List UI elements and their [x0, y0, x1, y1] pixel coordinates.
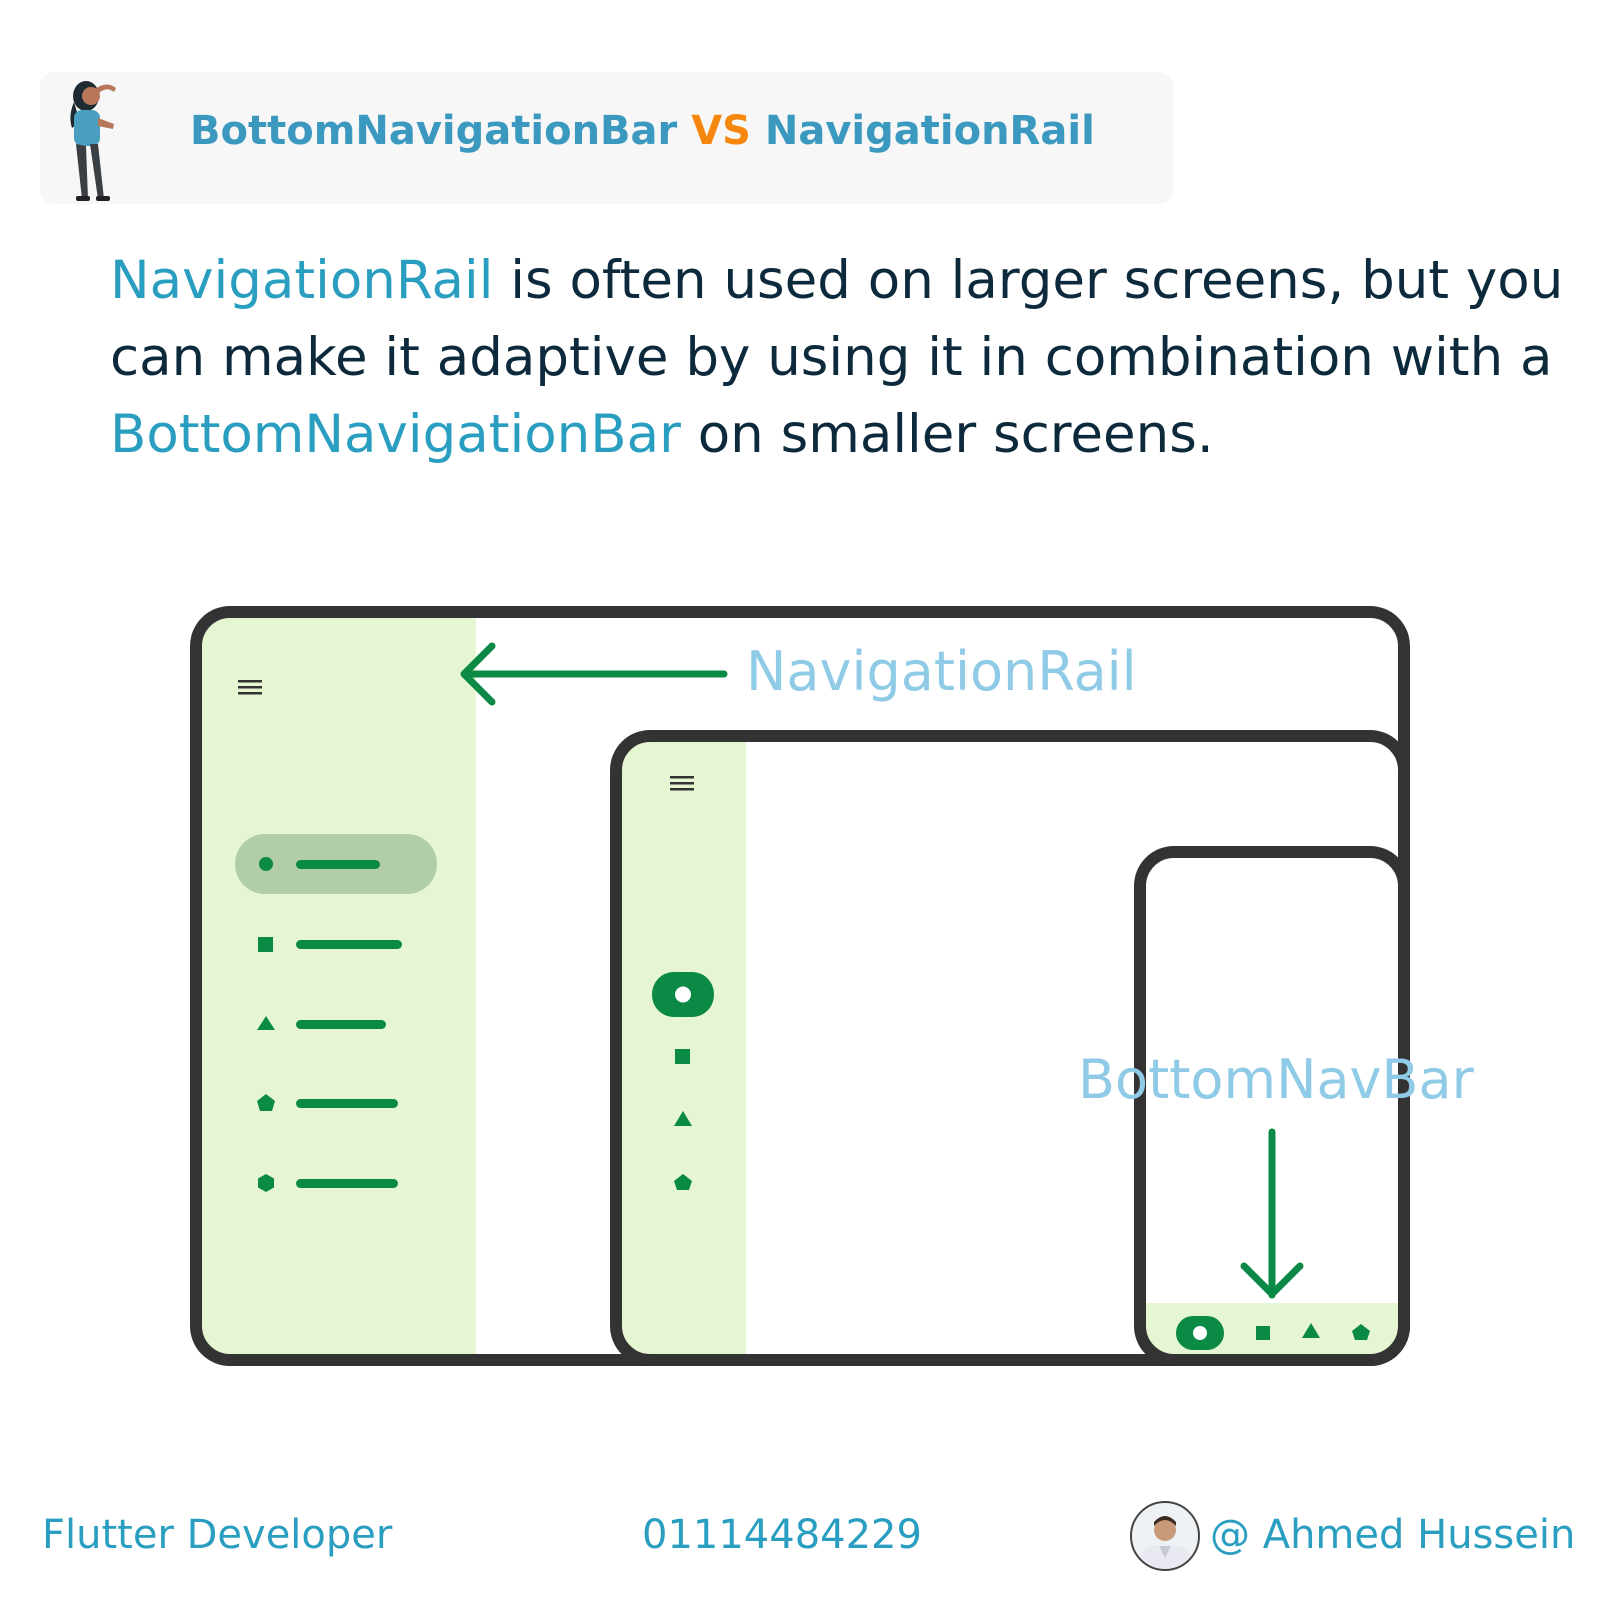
navigation-rail-label: NavigationRail [746, 640, 1137, 703]
header-title-left: BottomNavigationBar [190, 108, 678, 154]
pentagon-icon[interactable] [1352, 1324, 1370, 1340]
footer-phone: 01114484229 [642, 1512, 922, 1558]
triangle-icon[interactable] [1302, 1323, 1320, 1338]
tablet-navigation-rail [616, 736, 746, 1360]
rail-item-label-bar [296, 1179, 398, 1188]
footer-author: @ Ahmed Hussein [1210, 1512, 1576, 1558]
square-icon [258, 937, 273, 952]
desktop-rail-item-pentagon[interactable] [257, 1094, 398, 1111]
desktop-rail-item-hexagon[interactable] [258, 1174, 398, 1192]
intro-paragraph: NavigationRail is often used on larger s… [110, 242, 1590, 473]
hexagon-icon [258, 1174, 274, 1192]
arrow-down-icon [1240, 1128, 1304, 1299]
tablet-menu-icon[interactable] [670, 776, 694, 791]
person-thinking-icon [70, 81, 116, 201]
square-icon[interactable] [1256, 1326, 1270, 1340]
desktop-rail-item-triangle[interactable] [257, 1016, 386, 1030]
intro-text-2: on smaller screens. [680, 404, 1214, 465]
pentagon-icon [257, 1094, 275, 1111]
footer-role: Flutter Developer [42, 1512, 393, 1558]
header-card [40, 72, 1173, 204]
pentagon-icon[interactable] [674, 1174, 692, 1190]
header-title: BottomNavigationBar VS NavigationRail [190, 108, 1095, 154]
tablet-rail-item-circle[interactable] [652, 972, 714, 1017]
triangle-icon[interactable] [674, 1111, 692, 1126]
square-icon[interactable] [675, 1049, 690, 1064]
circle-icon [675, 986, 691, 1003]
bottom-nav-bar-label: BottomNavBar [1078, 1048, 1474, 1111]
header-title-vs: VS [691, 108, 751, 154]
intro-text-1: is often used on larger screens, but you… [110, 250, 1564, 388]
rail-item-label-bar [296, 940, 402, 949]
circle-icon [259, 857, 273, 871]
rail-item-label-bar [296, 1099, 398, 1108]
rail-item-label-bar [296, 1020, 386, 1029]
desktop-rail-item-square[interactable] [258, 937, 402, 952]
desktop-rail-item-circle[interactable] [259, 857, 380, 871]
desktop-navigation-rail [196, 612, 476, 1360]
author-avatar [1130, 1501, 1200, 1571]
rail-item-label-bar [296, 860, 380, 869]
arrow-left-icon [460, 642, 728, 706]
desktop-menu-icon[interactable] [238, 680, 262, 695]
header-title-right: NavigationRail [764, 108, 1095, 154]
phone-bottom-nav-item-circle[interactable] [1176, 1316, 1224, 1350]
circle-icon [1193, 1326, 1207, 1340]
intro-highlight-navigation-rail: NavigationRail [110, 250, 494, 311]
intro-highlight-bottom-navigation-bar: BottomNavigationBar [110, 404, 681, 465]
triangle-icon [257, 1016, 275, 1030]
